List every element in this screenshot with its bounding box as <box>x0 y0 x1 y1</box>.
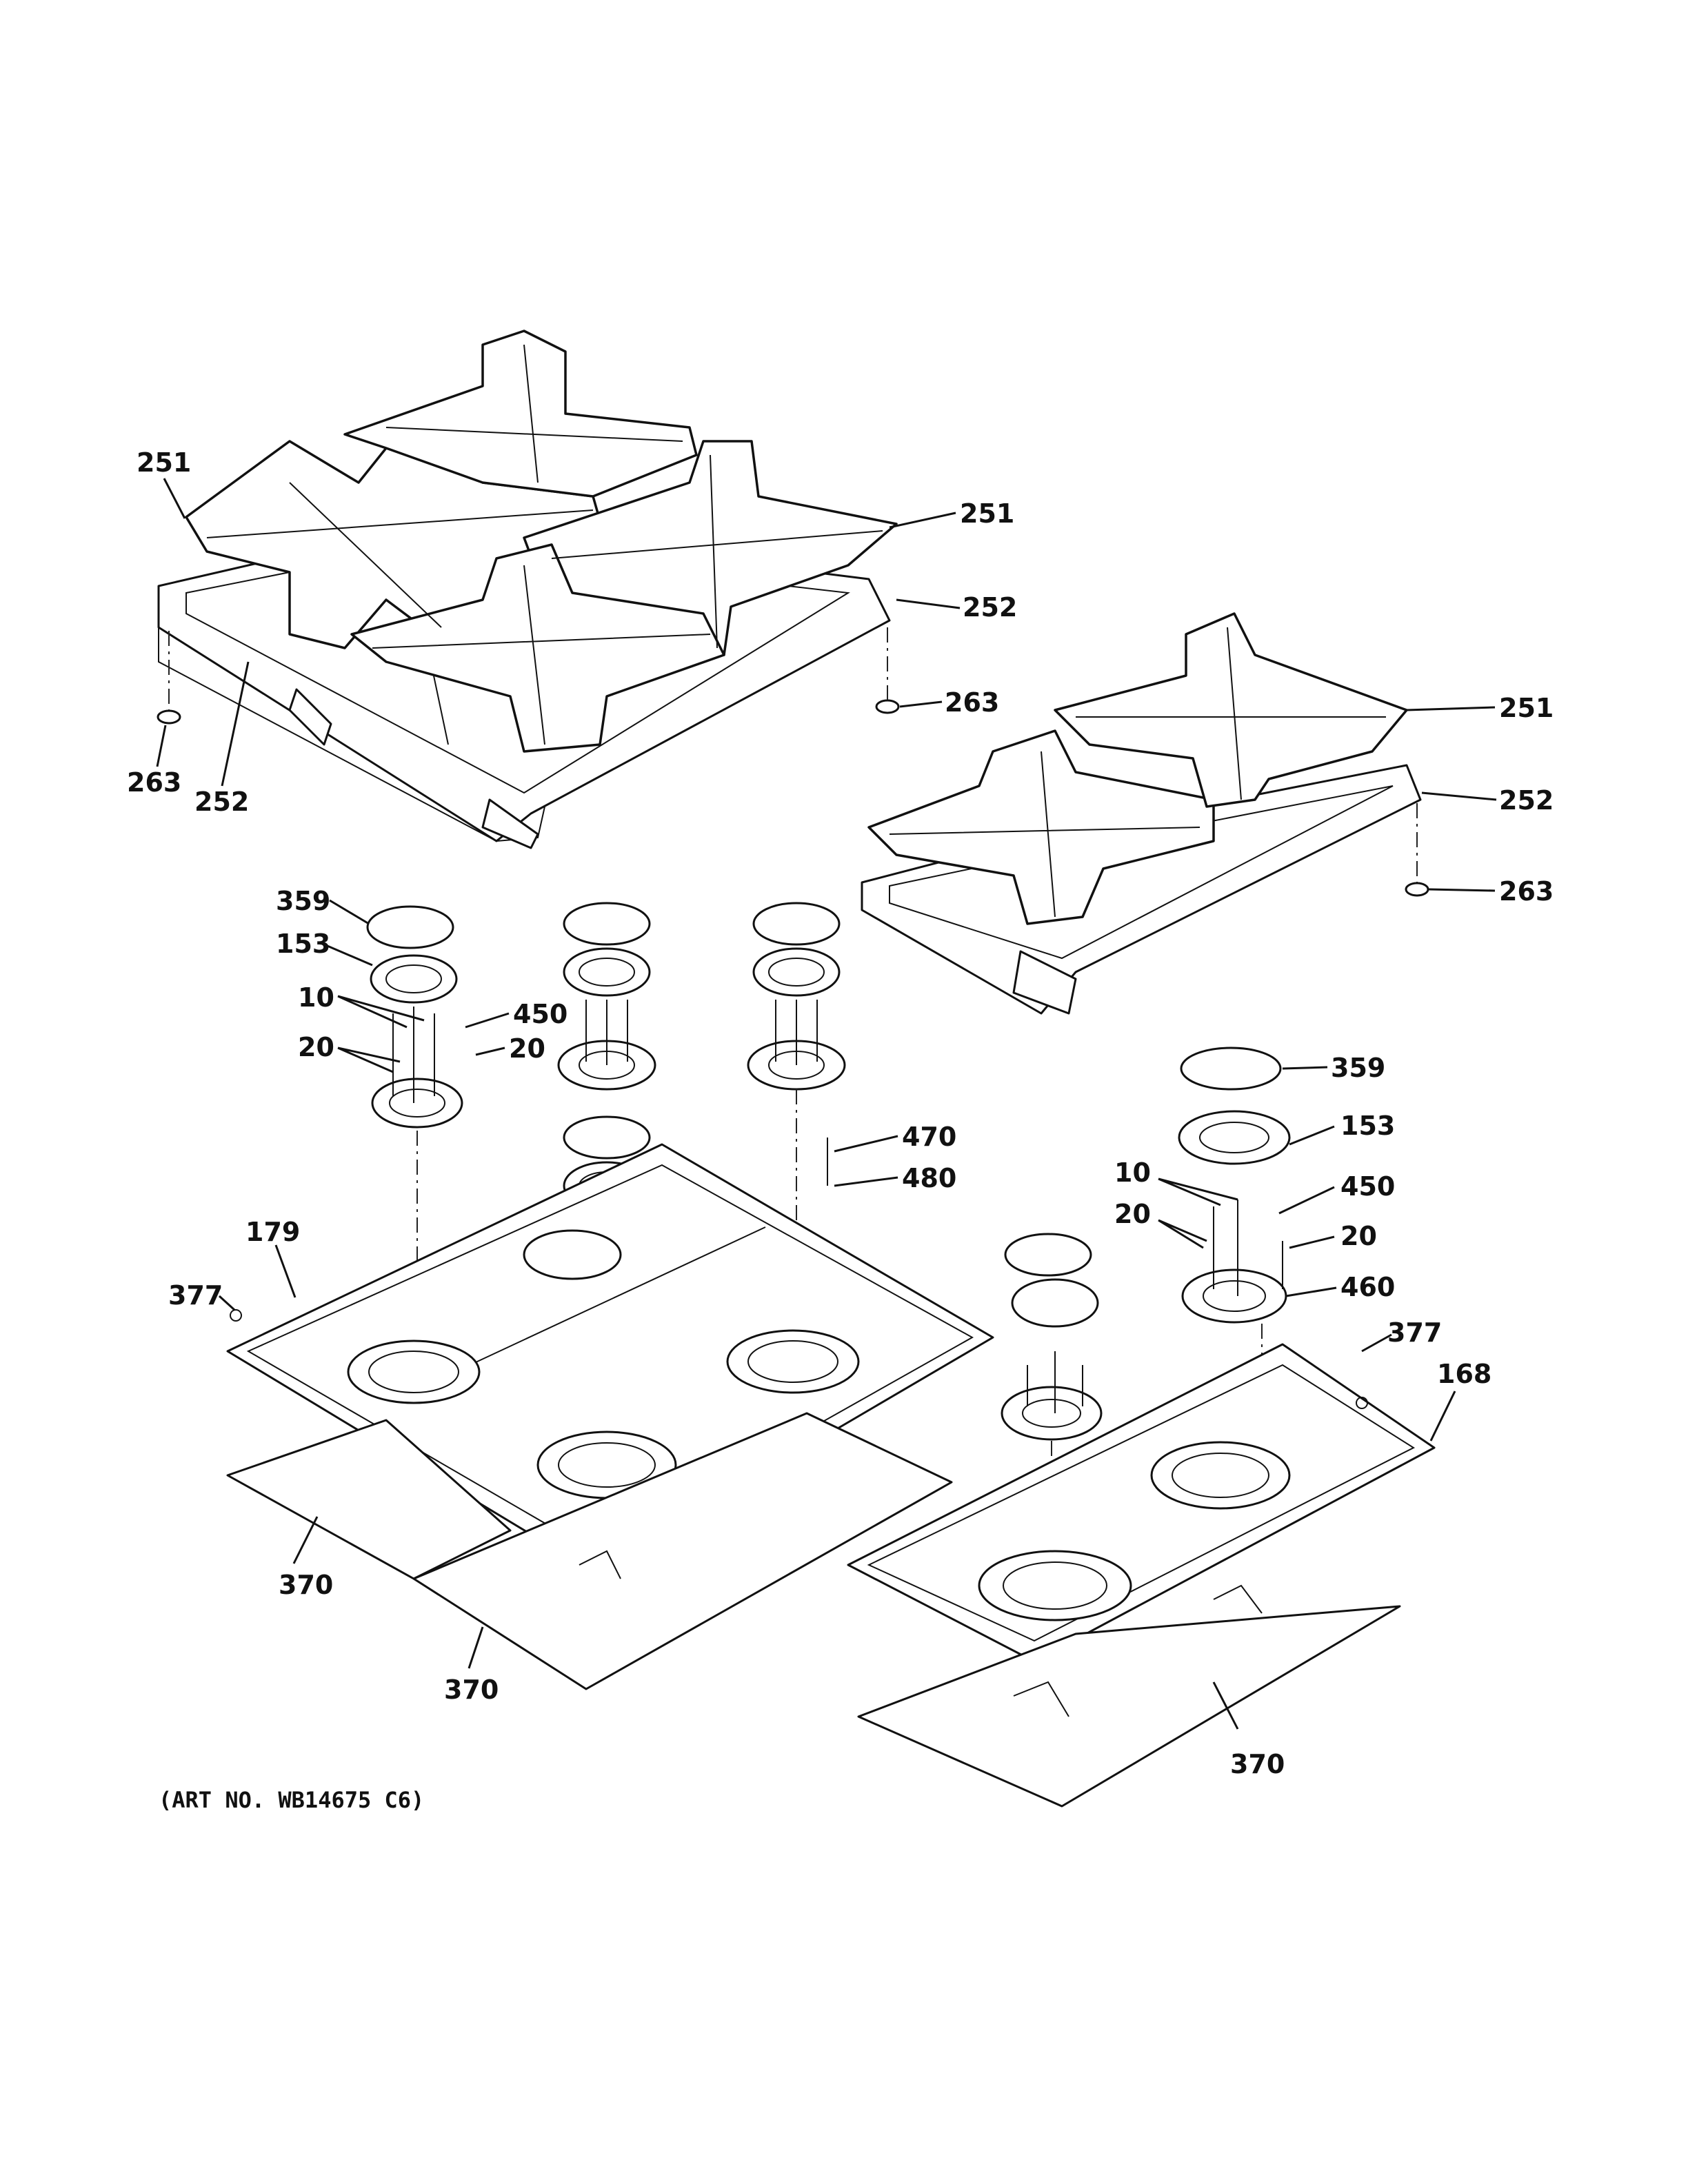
callout-label: 251 <box>137 447 191 478</box>
callout-label: 263 <box>1499 876 1554 907</box>
callout-label: 252 <box>963 592 1017 623</box>
callout-label: 263 <box>945 687 999 718</box>
callout-label: 20 <box>509 1033 545 1064</box>
callout-labels: 251 251 252 263 263 252 251 252 263 359 … <box>127 447 1554 1779</box>
callout-label: 20 <box>1340 1221 1377 1251</box>
callout-label: 179 <box>245 1217 300 1247</box>
burner-stacks-right <box>1001 1046 1291 1586</box>
callout-label: 263 <box>127 767 181 798</box>
callout-label: 20 <box>1114 1199 1151 1229</box>
callout-label: 251 <box>960 498 1014 529</box>
callout-label: 370 <box>444 1675 499 1705</box>
callout-label: 450 <box>513 999 567 1029</box>
callout-label: 251 <box>1499 693 1554 723</box>
callout-label: 359 <box>276 886 330 916</box>
callout-label: 377 <box>168 1280 223 1311</box>
callout-label: 10 <box>298 982 334 1013</box>
callout-label: 359 <box>1331 1053 1385 1083</box>
art-number: (ART NO. WB14675 C6) <box>159 1787 424 1813</box>
callout-label: 168 <box>1437 1359 1491 1389</box>
cooktop-pan-right <box>847 1343 1436 1663</box>
callout-label: 480 <box>902 1163 956 1193</box>
small-grate-assembly <box>861 612 1429 1015</box>
callout-label: 153 <box>1340 1111 1395 1141</box>
callout-label: 252 <box>1499 785 1554 816</box>
callout-label: 370 <box>1230 1749 1285 1779</box>
callout-label: 450 <box>1340 1171 1395 1202</box>
callout-label: 153 <box>276 929 330 959</box>
large-grate-assembly <box>157 330 900 849</box>
callout-label: 370 <box>279 1570 333 1600</box>
insulation-pads <box>226 1412 1401 1808</box>
callout-label: 470 <box>902 1122 956 1152</box>
callout-label: 10 <box>1114 1157 1151 1188</box>
callout-label: 377 <box>1387 1317 1442 1348</box>
callout-label: 20 <box>298 1032 334 1062</box>
callout-label: 252 <box>194 787 249 817</box>
callout-label: 460 <box>1340 1272 1395 1302</box>
leader-lines <box>156 478 1497 1730</box>
